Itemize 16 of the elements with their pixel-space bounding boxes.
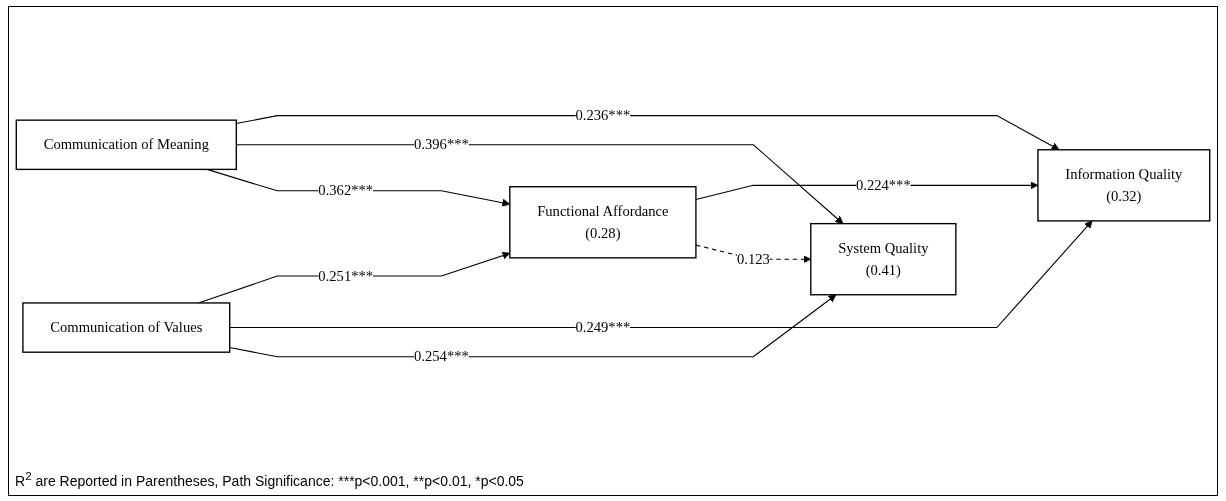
edge-label: 0.249*** <box>575 319 631 335</box>
edge-label: 0.362*** <box>318 182 374 199</box>
edge-label: 0.236*** <box>575 107 631 123</box>
edge-label: 0.123 <box>736 250 770 267</box>
node-box: Functional Affordance (0.28) <box>509 186 697 259</box>
edge-label: 0.396*** <box>414 136 469 153</box>
edge-label: 0.224*** <box>855 177 911 193</box>
node-box: Information Quality (0.32) <box>1037 149 1211 222</box>
arrow <box>229 294 837 358</box>
node-box: Communication of Values <box>22 302 231 353</box>
edge-label: 0.254*** <box>414 348 469 365</box>
edge-label: 0.251*** <box>318 267 374 284</box>
node-box: System Quality (0.41) <box>810 222 957 296</box>
caption: R$^{2}$ are Reported in Parentheses, Path Significance: ***p<0.001, **p<0.01, *p<0.05 <box>14 468 525 491</box>
arrow <box>229 220 1093 329</box>
node-box: Communication of Meaning <box>15 119 237 171</box>
